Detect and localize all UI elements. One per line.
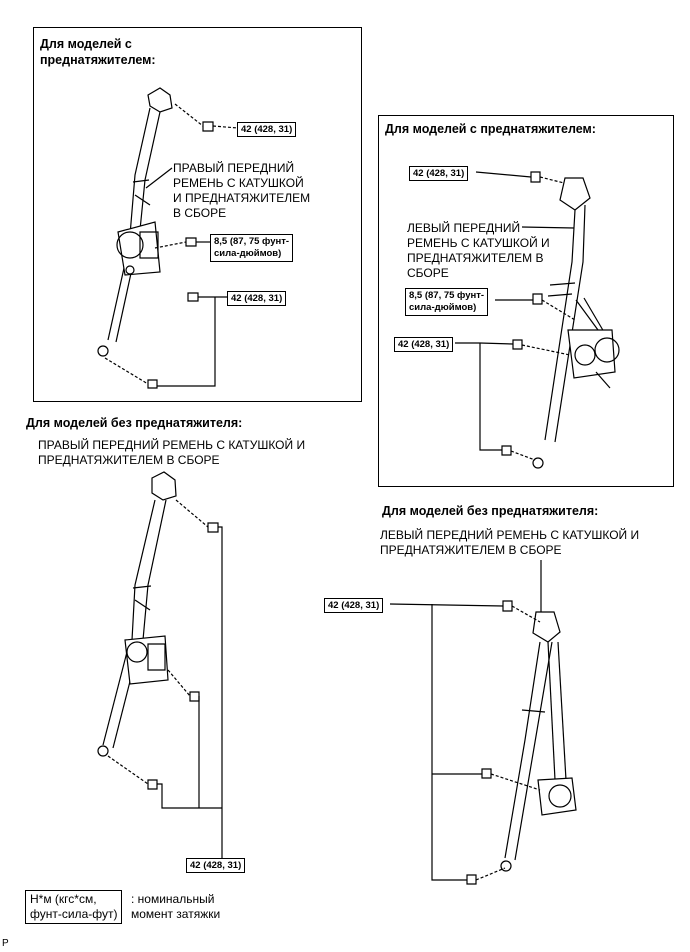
- torque-line-2: сила-дюймов): [409, 302, 477, 313]
- left-belt-without-pretensioner-drawing: [389, 560, 577, 885]
- torque-line-1: 8,5 (87, 75 фунт-: [409, 290, 485, 301]
- torque-box-left-without: 42 (428, 31): [324, 598, 384, 613]
- legend-unit-box: Н*м (кгс*см, фунт-сила-фут): [25, 890, 123, 924]
- part-label-left-with: ЛЕВЫЙ ПЕРЕДНИЙ РЕМЕНЬ С КАТУШКОЙ И ПРЕДН…: [407, 221, 550, 281]
- right-belt-without-pretensioner-drawing: [97, 471, 223, 858]
- part-label-line: ПРАВЫЙ ПЕРЕДНИЙ: [173, 161, 295, 175]
- corner-mark: P: [2, 938, 9, 949]
- part-label-line: В СБОРЕ: [173, 206, 227, 220]
- header-left-without-pretensioner: Для моделей без преднатяжителя:: [382, 504, 599, 518]
- torque-box-lower-left-with: 42 (428, 31): [394, 337, 454, 352]
- torque-line-2: сила-дюймов): [214, 248, 282, 259]
- part-label-line: И ПРЕДНАТЯЖИТЕЛЕМ: [173, 191, 311, 205]
- part-label-right-with: ПРАВЫЙ ПЕРЕДНИЙ РЕМЕНЬ С КАТУШКОЙ И ПРЕД…: [173, 161, 310, 221]
- legend-unit-line-2: фунт-сила-фут): [30, 907, 118, 921]
- part-label-line: ЛЕВЫЙ ПЕРЕДНИЙ: [407, 221, 521, 235]
- part-label-left-without: ЛЕВЫЙ ПЕРЕДНИЙ РЕМЕНЬ С КАТУШКОЙ И ПРЕДН…: [380, 528, 639, 558]
- part-label-line: ПРЕДНАТЯЖИТЕЛЕМ В СБОРЕ: [38, 453, 220, 467]
- torque-box-mid-left-with: 8,5 (87, 75 фунт- сила-дюймов): [405, 288, 489, 316]
- torque-box-upper-right-with: 42 (428, 31): [237, 122, 297, 137]
- part-label-line: ПРЕДНАТЯЖИТЕЛЕМ В: [407, 251, 544, 265]
- legend-desc-line-2: момент затяжки: [131, 907, 221, 921]
- header-line-1: Для моделей с: [40, 37, 132, 51]
- header-line-2: преднатяжителем:: [40, 53, 156, 67]
- right-belt-with-pretensioner-drawing: [97, 87, 239, 389]
- header-right-with-pretensioner: Для моделей с преднатяжителем:: [40, 36, 156, 68]
- legend-description: : номинальный момент затяжки: [131, 892, 220, 922]
- part-label-line: РЕМЕНЬ С КАТУШКОЙ И: [407, 236, 550, 250]
- torque-line-1: 8,5 (87, 75 фунт-: [214, 236, 290, 247]
- panel-right-with-pretensioner: [33, 27, 362, 402]
- legend-desc-line-1: : номинальный: [131, 892, 215, 906]
- torque-box-right-without: 42 (428, 31): [186, 858, 246, 873]
- torque-box-upper-left-with: 42 (428, 31): [409, 166, 469, 181]
- header-right-without-pretensioner: Для моделей без преднатяжителя:: [26, 416, 243, 430]
- part-label-line: ПРЕДНАТЯЖИТЕЛЕМ В СБОРЕ: [380, 543, 562, 557]
- torque-box-lower-right-with: 42 (428, 31): [227, 291, 287, 306]
- torque-box-mid-right-with: 8,5 (87, 75 фунт- сила-дюймов): [210, 234, 294, 262]
- header-left-with-pretensioner: Для моделей с преднатяжителем:: [385, 122, 596, 136]
- part-label-line: ПРАВЫЙ ПЕРЕДНИЙ РЕМЕНЬ С КАТУШКОЙ И: [38, 438, 306, 452]
- part-label-line: РЕМЕНЬ С КАТУШКОЙ: [173, 176, 304, 190]
- part-label-line: СБОРЕ: [407, 266, 449, 280]
- part-label-right-without: ПРАВЫЙ ПЕРЕДНИЙ РЕМЕНЬ С КАТУШКОЙ И ПРЕД…: [38, 438, 305, 468]
- part-label-line: ЛЕВЫЙ ПЕРЕДНИЙ РЕМЕНЬ С КАТУШКОЙ И: [380, 528, 640, 542]
- left-belt-with-pretensioner-drawing: [455, 171, 620, 469]
- legend-unit-line-1: Н*м (кгс*см,: [30, 892, 97, 906]
